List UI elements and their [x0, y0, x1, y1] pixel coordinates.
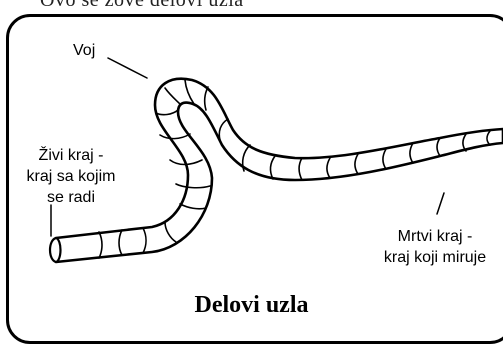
- label-zivi-kraj-line2: kraj sa kojim: [16, 166, 126, 187]
- label-mrtvi-kraj-line1: Mrtvi kraj -: [375, 226, 495, 247]
- label-mrtvi-kraj: Mrtvi kraj - kraj koji miruje: [375, 226, 495, 268]
- label-zivi-kraj-line1: Živi kraj -: [16, 145, 126, 166]
- voj-leader: [108, 58, 147, 78]
- label-voj: Voj: [73, 40, 95, 61]
- mrtvi-kraj-leader: [437, 193, 444, 214]
- figure-caption: Delovi uzla: [0, 292, 503, 319]
- label-mrtvi-kraj-line2: kraj koji miruje: [375, 247, 495, 268]
- rope-end: [50, 238, 61, 262]
- label-zivi-kraj: Živi kraj - kraj sa kojim se radi: [16, 145, 126, 208]
- label-zivi-kraj-line3: se radi: [16, 187, 126, 208]
